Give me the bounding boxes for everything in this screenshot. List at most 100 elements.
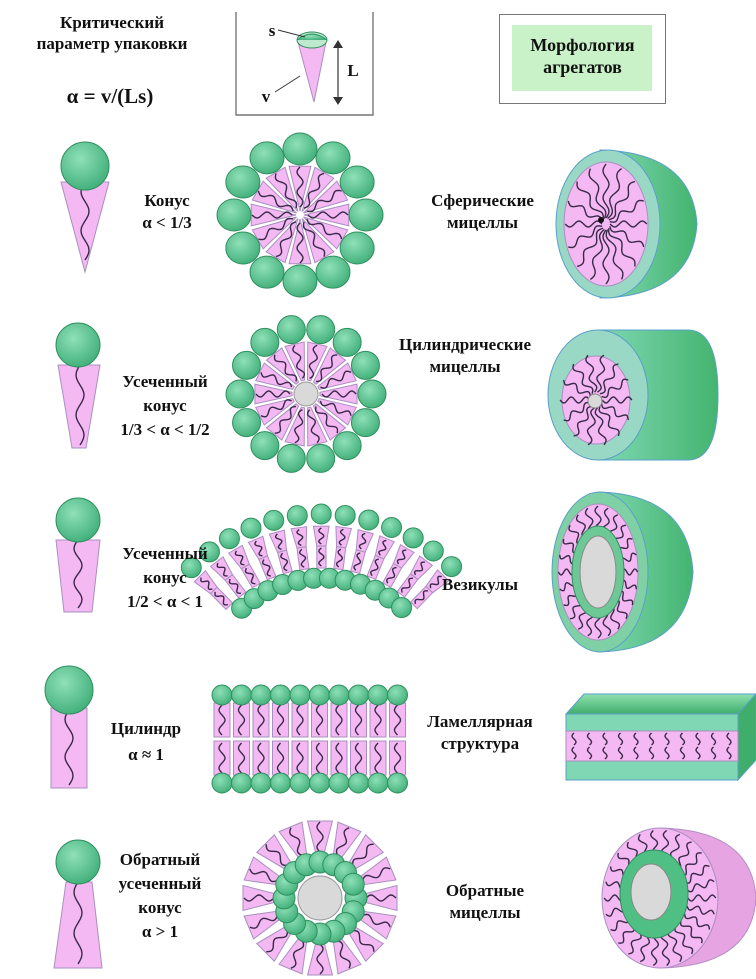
surfactant-tail (308, 942, 333, 975)
row4-cylinder-molecule (45, 666, 93, 788)
row3-alpha-range: 1/2 < α < 1 (100, 590, 230, 614)
bilayer-bottom-head (310, 773, 330, 793)
row3-shape-name: Усеченный (100, 542, 230, 566)
bilayer-bottom-tail (390, 741, 406, 775)
surfactant-head (226, 166, 260, 198)
surfactant-head (340, 232, 374, 264)
surfactant-head (277, 316, 305, 344)
morphology-title-line-2: агрегатов (499, 56, 666, 78)
surfactant-head (251, 432, 279, 460)
bilayer-top-head (290, 685, 310, 705)
bilayer-outer-tail (269, 530, 286, 552)
bilayer-bottom-tail (370, 741, 386, 775)
bilayer-inner-tail (259, 556, 276, 580)
surfactant-head (358, 380, 386, 408)
surfactant-head (283, 133, 317, 165)
surfactant-head (351, 351, 379, 379)
bilayer-bottom-head (251, 773, 271, 793)
surfactant-head (316, 256, 350, 288)
spherical-micelle-section (217, 133, 383, 297)
row1-alpha-range: α < 1/3 (112, 212, 222, 234)
bilayer-outer-tail (248, 536, 267, 559)
bilayer-top-tail (253, 703, 269, 737)
surfactant-head (351, 409, 379, 437)
bilayer-bottom-head (232, 773, 252, 793)
surfactant-tail (243, 886, 276, 911)
cylinder-center (588, 394, 602, 408)
surfactant-head (277, 444, 305, 472)
surfactant-head (316, 142, 350, 174)
row5-aggregate-line-2: мицеллы (425, 902, 545, 924)
row3-aggregate-line-1: Везикулы (420, 574, 540, 596)
surfactant-tail (364, 886, 397, 911)
bilayer-bottom-head (349, 773, 369, 793)
bilayer-inner-tail (241, 564, 260, 588)
row2-aggregate-line-2: мицеллы (380, 356, 550, 378)
bilayer-inner-tail (397, 574, 418, 597)
row2-truncated-cone-molecule-head (56, 323, 100, 367)
row2-molecule-label: Усеченный конус 1/3 < α < 1/2 (100, 370, 230, 442)
bilayer-top-head (212, 685, 232, 705)
surfactant-head (333, 328, 361, 356)
surfactant-head (283, 265, 317, 297)
row4-molecule-label: Цилиндр α ≈ 1 (98, 716, 194, 768)
row1-aggregate-label: Сферические мицеллы (410, 190, 555, 234)
bilayer-bottom-tail (351, 741, 367, 775)
bilayer-top-tail (331, 703, 347, 737)
insert-cone (298, 42, 326, 102)
row4-shape-name: Цилиндр (98, 716, 194, 742)
surfactant-head (250, 142, 284, 174)
row3-truncated-cone-molecule-head (56, 498, 100, 542)
row3-molecule-label: Усеченный конус 1/2 < α < 1 (100, 542, 230, 614)
insert-L-arrow-top (333, 40, 343, 48)
bilayer-outer-head (241, 518, 261, 538)
bilayer-bottom-head (368, 773, 388, 793)
length-label: L (344, 60, 362, 82)
surfactant-head (217, 199, 251, 231)
row2-alpha-range: 1/3 < α < 1/2 (100, 418, 230, 442)
insert-v-arrow (275, 76, 300, 92)
surfactant-head (233, 409, 261, 437)
bilayer-top-tail (370, 703, 386, 737)
row5-inverse-cone-molecule-head (56, 840, 100, 884)
row5-shape-name-2: усеченный (100, 872, 220, 896)
bilayer-top-tail (214, 703, 230, 737)
row3-truncated-cone-molecule (56, 498, 100, 612)
surfactant-head (340, 166, 374, 198)
bilayer-bottom-head (212, 773, 232, 793)
bilayer-top-tail (292, 703, 308, 737)
surfactant-head (307, 444, 335, 472)
bilayer-outer-head (335, 505, 355, 525)
row5-shape-name-3: конус (100, 896, 220, 920)
inverse-core (631, 864, 671, 920)
bilayer-bottom-tail (253, 741, 269, 775)
bilayer-bottom-tail (214, 741, 230, 775)
vesicle-lumen (580, 536, 616, 608)
surfactant-head (307, 316, 335, 344)
row5-inverse-cone-molecule-tail (54, 882, 102, 968)
bilayer-top-head (388, 685, 408, 705)
row4-cylinder-molecule-head (45, 666, 93, 714)
row5-aggregate-label: Обратные мицеллы (425, 880, 545, 924)
bilayer-top-tail (390, 703, 406, 737)
bilayer-bottom-head (290, 773, 310, 793)
surfactant-head (250, 256, 284, 288)
bilayer-top-head (232, 685, 252, 705)
row4-aggregate-label: Ламеллярная структура (405, 711, 555, 755)
bilayer-outer-head (287, 506, 307, 526)
surfactant-head (333, 432, 361, 460)
bilayer-bottom-head (388, 773, 408, 793)
row5-alpha-range: α > 1 (100, 920, 220, 944)
bilayer-outer-head (382, 517, 402, 537)
row4-alpha-range: α ≈ 1 (98, 742, 194, 768)
lamellar-top-face (566, 694, 756, 714)
volume-label: v (258, 86, 274, 108)
sphere-core-face (564, 162, 648, 286)
bilayer-top-head (310, 685, 330, 705)
sphere-center (598, 217, 604, 223)
surfactant-head (349, 199, 383, 231)
packing-formula: α = v/(Ls) (20, 85, 200, 107)
bilayer-top-head (251, 685, 271, 705)
bilayer-bottom-tail (331, 741, 347, 775)
